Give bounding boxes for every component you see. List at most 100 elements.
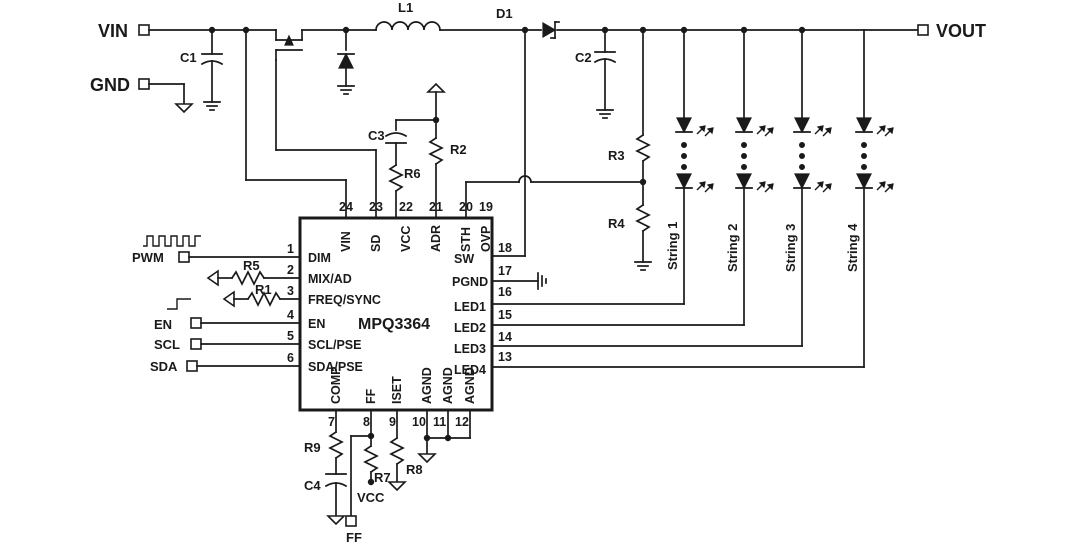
pin-name-sd: SD (369, 235, 383, 252)
l1-label: L1 (398, 0, 413, 15)
led-string-1: String 1 (491, 29, 714, 305)
diode-d1 (542, 21, 560, 39)
pin-number: 6 (287, 351, 294, 365)
bottom-circuitry: R9 C4 FF R7 VCC R8 (304, 409, 471, 544)
pin-number: 11 (433, 415, 446, 429)
pin-name-sth: STH (459, 227, 473, 252)
pin-name-freq-sync: FREQ/SYNC (308, 293, 381, 307)
pin-number: 15 (498, 308, 512, 322)
r3-label: R3 (608, 148, 625, 163)
vcc-bottom-label: VCC (357, 490, 385, 505)
pin-number: 23 (369, 200, 383, 214)
pin-number: 2 (287, 263, 294, 277)
chip-name: MPQ3364 (358, 316, 430, 333)
pwm-label: PWM (132, 250, 164, 265)
string-1-label: String 1 (665, 222, 680, 270)
pin-name-pgnd: PGND (452, 275, 488, 289)
pin-name-led4: LED4 (454, 363, 486, 377)
pin-number: 20 (459, 200, 473, 214)
pin-name-agnd: AGND (441, 367, 455, 404)
pin-number: 18 (498, 241, 512, 255)
pin-number: 7 (328, 415, 335, 429)
pin-number: 8 (363, 415, 370, 429)
pin-name-dim: DIM (308, 251, 331, 265)
r1-label: R1 (255, 282, 272, 297)
pin-number: 5 (287, 329, 294, 343)
output-section: C2 R3 R4 (465, 29, 652, 271)
led-strings: String 1 String 2 (491, 29, 894, 368)
pin-number: 9 (389, 415, 396, 429)
vout-label: VOUT (936, 21, 986, 41)
pin-name-iset: ISET (390, 376, 404, 404)
led-string-3: String 3 (491, 29, 832, 347)
pin-number: 14 (498, 330, 512, 344)
top-rail: VIN L1 (98, 0, 986, 219)
pin-name-agnd: AGND (420, 367, 434, 404)
led-string-2: String 2 (491, 29, 774, 326)
pin-name-comp: COMP (329, 367, 343, 405)
pin-name-sda-pse: SDA/PSE (308, 360, 363, 374)
pin-name-adr: ADR (429, 225, 443, 252)
pin-name-en: EN (308, 317, 325, 331)
pin-name-led3: LED3 (454, 342, 486, 356)
led-string-4: String 4 (491, 29, 894, 368)
pin-number: 22 (399, 200, 413, 214)
pin-name-led2: LED2 (454, 321, 486, 335)
d1-label: D1 (496, 6, 513, 21)
pin-name-sw: SW (454, 252, 474, 266)
freewheel-diode (337, 29, 355, 95)
pin-number: 12 (455, 415, 469, 429)
pin-number: 17 (498, 264, 512, 278)
pin-name-scl-pse: SCL/PSE (308, 338, 362, 352)
pin-number: 3 (287, 284, 294, 298)
pin-number: 1 (287, 242, 294, 256)
ff-terminal (345, 515, 357, 527)
c2-label: C2 (575, 50, 592, 65)
vout-terminal (917, 24, 929, 36)
input-section: GND C1 (90, 29, 347, 219)
r5-label: R5 (243, 258, 260, 273)
gnd-terminal (138, 78, 150, 90)
pin-number: 10 (412, 415, 426, 429)
r4-label: R4 (608, 216, 625, 231)
string-2-label: String 2 (725, 224, 740, 272)
pin-name-ff: FF (364, 388, 378, 404)
c3-label: C3 (368, 128, 385, 143)
sda-label: SDA (150, 359, 178, 374)
pin-number: 13 (498, 350, 512, 364)
scl-terminal (190, 338, 202, 350)
en-terminal (190, 317, 202, 329)
pwm-terminal (178, 251, 190, 263)
mosfet-switch (275, 29, 377, 219)
inductor-l1: L1 (375, 0, 441, 31)
left-signals: PWM R5 R1 EN SCL SDA (132, 235, 301, 374)
r9-label: R9 (304, 440, 321, 455)
string-3-label: String 3 (783, 224, 798, 272)
pin-name-vcc: VCC (399, 226, 413, 252)
r7-label: R7 (374, 470, 391, 485)
r6-label: R6 (404, 166, 421, 181)
pin-name-ovp: OVP (479, 226, 493, 252)
pgnd-ground (491, 272, 547, 290)
c1-label: C1 (180, 50, 197, 65)
pin-name-vin: VIN (339, 231, 353, 252)
r2-label: R2 (450, 142, 467, 157)
pin-number: 19 (479, 200, 493, 214)
pin-name-led1: LED1 (454, 300, 486, 314)
ff-output-label: FF (346, 530, 362, 544)
r8-label: R8 (406, 462, 423, 477)
scl-label: SCL (154, 337, 180, 352)
pin-number: 21 (429, 200, 443, 214)
string-4-label: String 4 (845, 223, 860, 272)
sda-terminal (186, 360, 198, 372)
pin-number: 4 (287, 308, 294, 322)
gnd-label: GND (90, 75, 130, 95)
pin-number: 16 (498, 285, 512, 299)
vin-label: VIN (98, 21, 128, 41)
en-label: EN (154, 317, 172, 332)
